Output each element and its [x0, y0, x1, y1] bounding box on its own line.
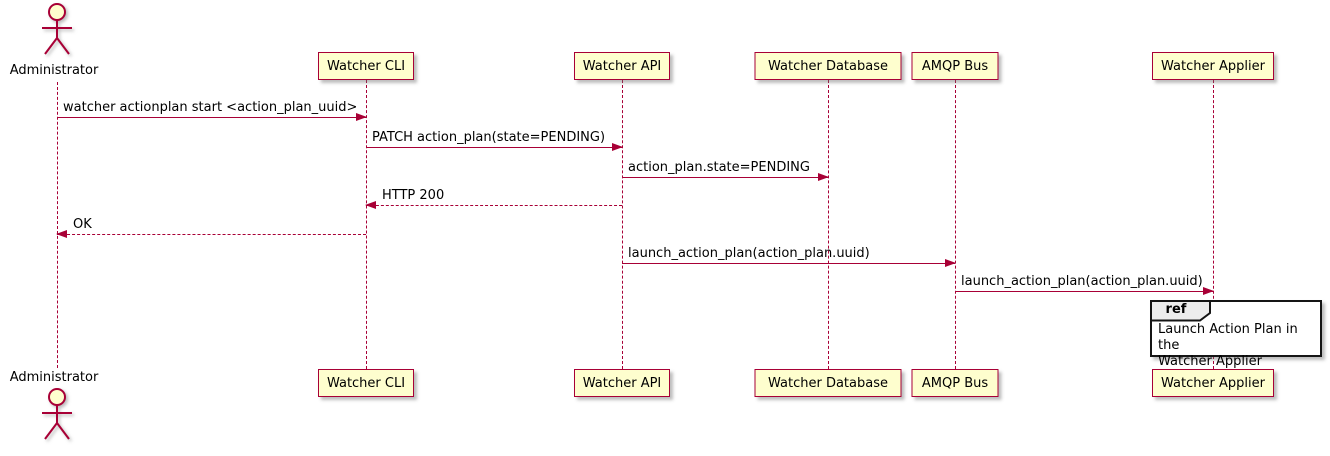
- arrowhead-right-icon: [945, 259, 956, 267]
- message-label: watcher actionplan start <action_plan_uu…: [63, 100, 358, 115]
- message-label: PATCH action_plan(state=PENDING): [372, 130, 606, 145]
- lifeline-watcher-database: [828, 80, 829, 369]
- participant-watcher-api-bottom: Watcher API: [574, 369, 670, 397]
- message-launch-action-plan-applier: launch_action_plan(action_plan.uuid): [955, 274, 1214, 295]
- message-label: OK: [73, 217, 92, 232]
- actor-label-bottom: Administrator: [9, 370, 99, 385]
- message-actionplan-start: watcher actionplan start <action_plan_uu…: [57, 100, 367, 121]
- lifeline-administrator: [57, 82, 58, 368]
- lifeline-watcher-cli: [366, 80, 367, 369]
- message-action-plan-state-pending: action_plan.state=PENDING: [622, 160, 829, 181]
- actor-label-top: Administrator: [9, 63, 99, 78]
- arrowhead-right-icon: [1203, 287, 1214, 295]
- lifeline-watcher-api: [622, 80, 623, 369]
- message-patch-action-plan: PATCH action_plan(state=PENDING): [366, 130, 623, 151]
- arrowhead-right-icon: [356, 113, 367, 121]
- participant-watcher-cli-bottom: Watcher CLI: [318, 369, 414, 397]
- participant-amqp-bus-top: AMQP Bus: [911, 52, 999, 80]
- participant-watcher-applier-bottom: Watcher Applier: [1152, 369, 1274, 397]
- message-label: HTTP 200: [382, 188, 445, 203]
- ref-fragment: ref Launch Action Plan in the Watcher Ap…: [1150, 300, 1322, 369]
- ref-tab-label: ref: [1165, 302, 1187, 317]
- arrowhead-right-icon: [818, 173, 829, 181]
- arrowhead-left-icon: [365, 201, 376, 209]
- message-label: action_plan.state=PENDING: [628, 160, 810, 175]
- arrowhead-left-icon: [56, 230, 67, 238]
- ref-tab: ref: [1150, 300, 1212, 322]
- actor-icon: [42, 3, 72, 55]
- lifeline-amqp-bus: [955, 80, 956, 369]
- ref-text: Launch Action Plan in the Watcher Applie…: [1158, 322, 1298, 369]
- message-http-200: HTTP 200: [365, 188, 622, 209]
- participant-watcher-database-top: Watcher Database: [754, 52, 902, 80]
- participant-watcher-api-top: Watcher API: [574, 52, 670, 80]
- message-label: launch_action_plan(action_plan.uuid): [961, 274, 1203, 289]
- message-label: launch_action_plan(action_plan.uuid): [628, 246, 870, 261]
- lifeline-watcher-applier: [1213, 80, 1214, 369]
- participant-watcher-database-bottom: Watcher Database: [754, 369, 902, 397]
- actor-icon-bottom: [42, 388, 72, 440]
- arrowhead-right-icon: [612, 143, 623, 151]
- participant-watcher-cli-top: Watcher CLI: [318, 52, 414, 80]
- participant-amqp-bus-bottom: AMQP Bus: [911, 369, 999, 397]
- ref-tab-shape-icon: [1150, 300, 1211, 322]
- message-launch-action-plan-amqp: launch_action_plan(action_plan.uuid): [622, 246, 956, 267]
- message-ok: OK: [56, 217, 366, 238]
- participant-watcher-applier-top: Watcher Applier: [1152, 52, 1274, 80]
